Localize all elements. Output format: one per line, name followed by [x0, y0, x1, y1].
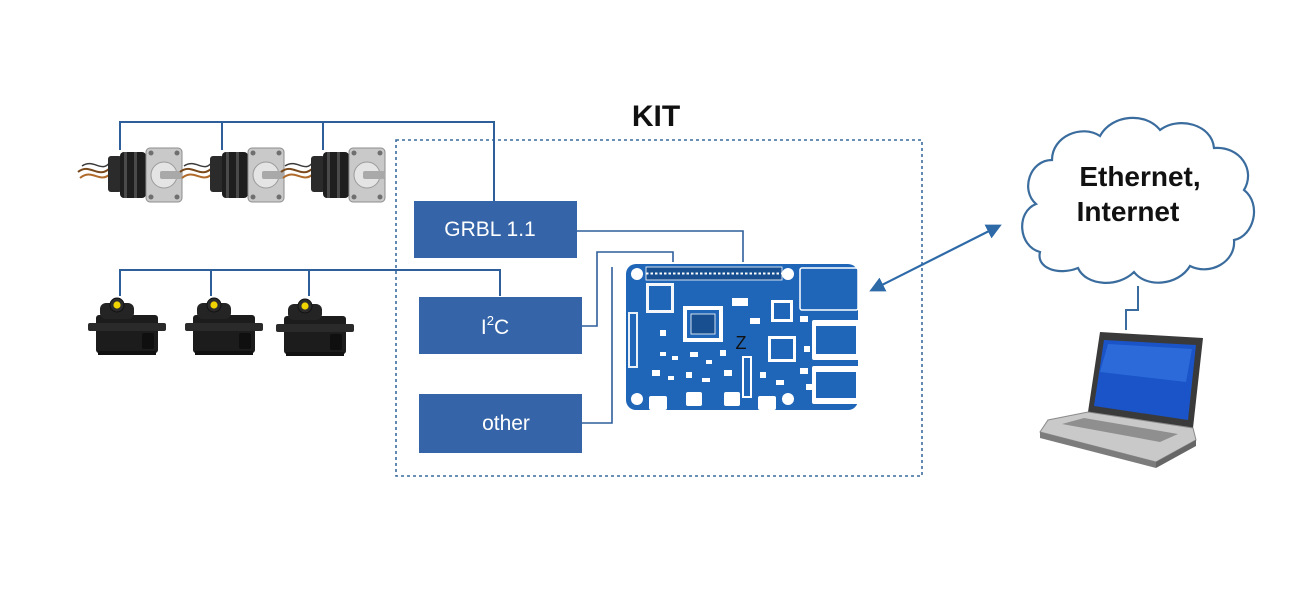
servo-motor-icon — [87, 297, 167, 356]
other-label: other — [482, 412, 530, 435]
laptop-icon — [1039, 332, 1203, 468]
double-arrow-icon — [869, 224, 1002, 292]
kit-title: KIT — [632, 100, 680, 133]
other-module: other — [419, 394, 582, 453]
single-board-computer-icon: Z — [626, 264, 860, 410]
board-marker: Z — [736, 333, 747, 353]
grbl-label: GRBL 1.1 — [444, 218, 535, 241]
servo-motor-icon — [275, 298, 355, 357]
cloud-icon: Ethernet, Internet — [1021, 116, 1255, 284]
kit-boundary — [395, 139, 923, 477]
cloud-label-line1: Ethernet, — [1079, 161, 1200, 192]
stepper-motor-icon — [77, 147, 183, 203]
cloud-laptop-link — [1125, 286, 1139, 330]
i2c-label: I2C — [481, 313, 509, 339]
cloud-label-line2: Internet — [1077, 196, 1180, 227]
i2c-module: I2C — [419, 297, 582, 354]
servo-motor-icon — [184, 297, 264, 356]
servo-bus-wire — [119, 269, 501, 296]
grbl-module: GRBL 1.1 — [414, 201, 577, 258]
stepper-motor-icon — [179, 147, 285, 203]
stepper-motor-icon — [280, 147, 386, 203]
stepper-bus-wire — [119, 121, 495, 202]
module-board-wires — [577, 230, 744, 424]
